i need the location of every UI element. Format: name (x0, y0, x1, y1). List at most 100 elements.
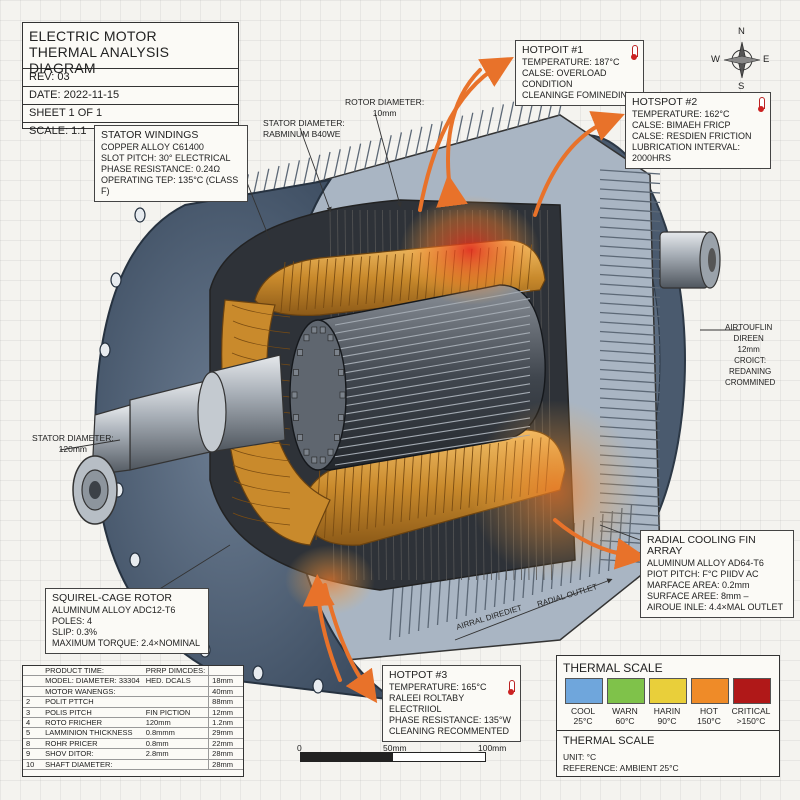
scale-bar (300, 752, 490, 762)
hotspot-2-callout: HOTSPOT #2 TEMPERATURE: 162°C CALSE: BIM… (625, 92, 771, 169)
hotspot-arrows (302, 56, 648, 704)
drawing-scale: SCALE: 1:1 (23, 122, 238, 140)
spec-cell: 40mm (208, 686, 243, 698)
stator-diameter-top-label: STATOR DIAMETER: RABMINUM B40WE (263, 118, 345, 139)
thermal-reference: REFERENCE: AMBIENT 25°C (563, 763, 679, 773)
compass-icon (723, 41, 761, 79)
spec-cell: ROTO FRICHER (42, 717, 143, 729)
rear-shaft (659, 231, 721, 289)
spec-row: MOTOR WANENGS: 40mm (23, 686, 243, 698)
spec-cell (208, 666, 243, 677)
thermal-swatch (733, 678, 771, 704)
spec-cell: 8 (23, 738, 43, 750)
spec-cell: 0.8mm (142, 738, 209, 750)
thermal-swatch (649, 678, 687, 704)
spec-cell: 4 (23, 717, 43, 729)
spec-cell: POLIS PITCH (42, 707, 143, 719)
spec-cell: LAMMINION THICKNESS (42, 727, 143, 739)
thermal-scale-title: THERMAL SCALE (563, 661, 663, 675)
spec-cell: 28mm (208, 759, 243, 771)
spec-cell: 2 (23, 696, 43, 708)
scale-bar-100: 100mm (478, 743, 507, 753)
spec-cell: 120mm (142, 717, 209, 729)
spec-cell: 18mm (208, 675, 243, 687)
thermal-swatch-label: CRITICAL>150°C (731, 706, 771, 726)
spec-cell: SHOV DITOR: (42, 748, 143, 760)
squirrel-cage-rotor (289, 284, 546, 471)
revision: REV: 03 (23, 68, 238, 86)
spec-cell: 28mm (208, 748, 243, 760)
spec-cell (142, 686, 209, 698)
spec-cell (23, 675, 43, 687)
specifications-table: PRODUCT TIME:PRRP DIMCDES:MODEL: DIAMETE… (22, 665, 244, 777)
rotor-diameter-label: ROTOR DIAMETER: 10mm (345, 97, 425, 118)
spec-cell (23, 666, 43, 677)
scale-bar-0: 0 (297, 743, 302, 753)
drawing-title: ELECTRIC MOTOR THERMAL ANALYSIS DIAGRAM (29, 28, 170, 76)
thermal-swatch (565, 678, 603, 704)
cooling-fin-array-callout: RADIAL COOLING FIN ARRAY ALUMINUM ALLOY … (640, 530, 794, 618)
squirrel-cage-rotor-callout: SQUIREL-CAGE ROTOR ALUMINUM ALLOY ADC12-… (45, 588, 209, 654)
hotspot-3-callout: HOTPOT #3 TEMPERATURE: 165°C RALEEI ROLT… (382, 665, 521, 742)
compass-e: E (763, 54, 770, 65)
drawing-date: DATE: 2022-11-15 (23, 86, 238, 104)
spec-cell: POLIT PTTCH (42, 696, 143, 708)
spec-cell: 5 (23, 727, 43, 739)
thermal-swatch (691, 678, 729, 704)
spec-cell: MOTOR WANENGS: (42, 686, 143, 698)
spec-cell (142, 759, 209, 771)
spec-cell: PRODUCT TIME: (42, 666, 143, 677)
thermal-swatch (607, 678, 645, 704)
spec-cell: 2.8mm (142, 748, 209, 760)
spec-cell: MODEL: DIAMETER: 33304 (42, 675, 143, 687)
spec-cell: 1.2nm (208, 717, 243, 729)
spec-cell: HED. DCALS (142, 675, 209, 687)
spec-cell: 88mm (208, 696, 243, 708)
spec-cell: 29mm (208, 727, 243, 739)
thermometer-icon (631, 45, 638, 60)
spec-cell: 0.8mmm (142, 727, 209, 739)
spec-cell: 22mm (208, 738, 243, 750)
stator-diameter-left-label: STATOR DIAMETER: 120mm (32, 433, 114, 454)
compass-s: S (738, 81, 745, 92)
front-shaft (72, 354, 286, 525)
thermometer-icon (508, 680, 515, 695)
stator-windings-callout: STATOR WINDINGS COPPER ALLOY C61400 SLOT… (94, 125, 248, 202)
spec-row: PRODUCT TIME:PRRP DIMCDES: (23, 666, 243, 677)
spec-cell: SHAFT DIAMETER: (42, 759, 143, 771)
thermal-unit: UNIT: °C (563, 752, 597, 762)
spec-cell: 9 (23, 748, 43, 760)
compass-n: N (738, 26, 745, 37)
spec-cell (23, 686, 43, 698)
sheet-number: SHEET 1 OF 1 (23, 104, 238, 122)
title-block: ELECTRIC MOTOR THERMAL ANALYSIS DIAGRAM … (22, 22, 239, 137)
thermal-scale-subtitle: THERMAL SCALE (557, 730, 779, 747)
spec-cell: ROHR PRICER (42, 738, 143, 750)
compass-w: W (711, 54, 720, 65)
thermometer-icon (758, 97, 765, 112)
spec-cell: 10 (23, 759, 43, 771)
airflow-direction-label: AIRTOUFLIN DIREEN 12mm (725, 323, 773, 354)
spec-cell: 12mm (208, 707, 243, 719)
scale-bar-50: 50mm (383, 743, 407, 753)
croict-label: CROICT: REDANING CROMMINED (725, 356, 776, 387)
spec-cell: FIN PICTION (142, 707, 209, 719)
spec-cell (142, 696, 209, 708)
spec-cell: PRRP DIMCDES: (142, 666, 209, 677)
hotspot-1-callout: HOTPOIT #1 TEMPERATURE: 187°C CALSE: OVE… (515, 40, 644, 106)
